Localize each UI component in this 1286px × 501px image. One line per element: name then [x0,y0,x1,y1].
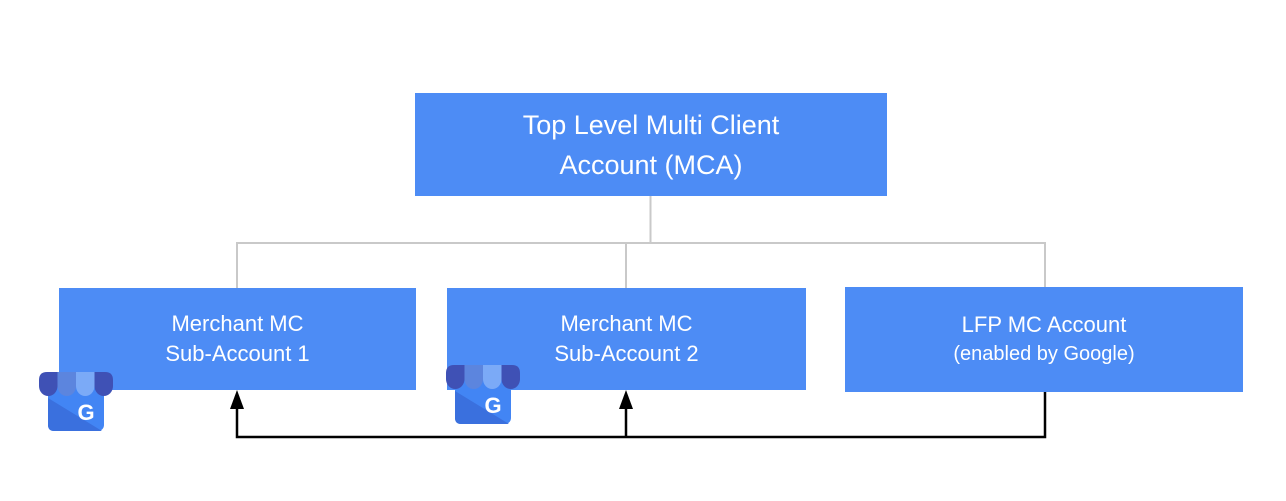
node-lfp-mc-account: LFP MC Account (enabled by Google) [845,287,1243,392]
node-label-line2: Account (MCA) [559,149,743,180]
node-label-line1: Top Level Multi Client [522,109,780,140]
gmb-awning-stripe-2 [57,372,76,396]
gmb-storefront-shade [48,398,102,431]
node-top-level-mca: Top Level Multi Client Account (MCA) [415,93,887,196]
google-my-business-icon: G [39,372,113,431]
google-my-business-icon: G [446,365,520,424]
lfp-feed-line [235,392,1047,439]
hierarchy-tree-line [236,196,1046,288]
gmb-awning-stripe-3 [76,372,95,396]
arrowhead-to-sub1 [230,390,244,409]
gmb-google-g: G [77,400,94,425]
arrowhead-to-sub2 [619,390,633,409]
gmb-awning-stripe-4 [94,372,113,396]
gmb-awning-stripe-1 [39,372,58,396]
gmb-awning-stripe-2 [464,365,483,389]
node-label-line2: (enabled by Google) [953,343,1135,365]
gmb-google-g: G [484,393,501,418]
gmb-storefront-shade [455,391,509,424]
gmb-awning-stripe-4 [501,365,520,389]
node-label-line2: Sub-Account 2 [554,341,699,366]
node-label-line2: Sub-Account 1 [165,341,310,366]
node-label-line1: Merchant MC [171,311,304,336]
node-merchant-sub-account-1: Merchant MC Sub-Account 1 [59,288,416,390]
node-label-line1: Merchant MC [560,311,693,336]
gmb-awning-stripe-1 [446,365,465,389]
gmb-awning-stripe-3 [483,365,502,389]
node-label-line1: LFP MC Account [961,312,1127,337]
